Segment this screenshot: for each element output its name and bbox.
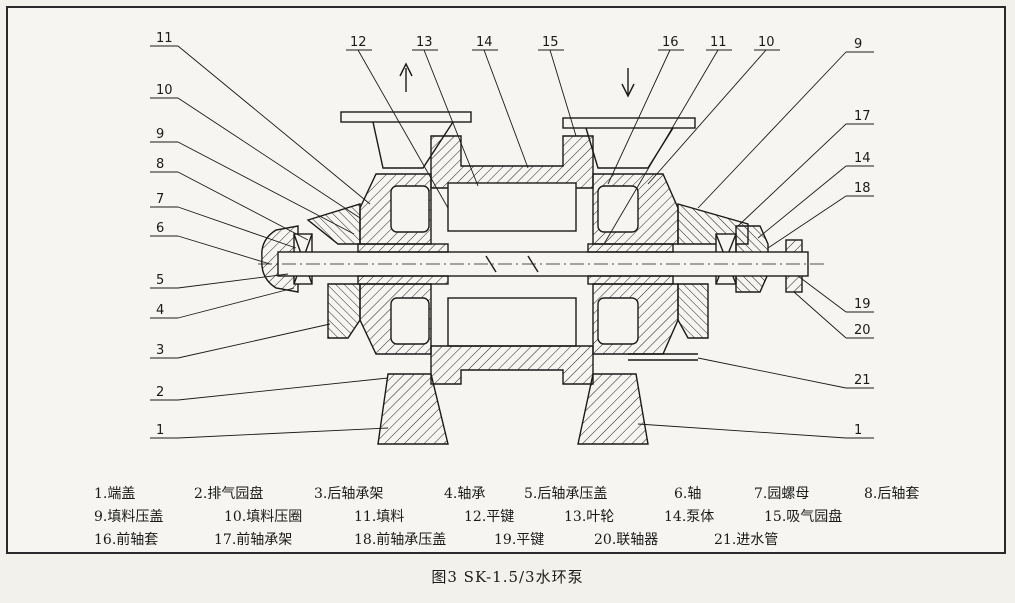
callout-left-label: 8	[156, 157, 164, 172]
callout-left-leader	[177, 206, 297, 249]
legend-item: 18.前轴承压盖	[354, 532, 447, 548]
leader-lines	[150, 45, 874, 439]
legend-item: 9.填料压盖	[94, 509, 164, 525]
legend-item: 19.平键	[494, 532, 545, 548]
legend-item: 7.园螺母	[754, 486, 810, 502]
legend-item: 15.吸气园盘	[764, 509, 843, 525]
callout-top-leader	[357, 49, 449, 209]
callout-left-label: 9	[156, 127, 164, 142]
pump-body-top	[430, 135, 594, 189]
callout-right-label: 14	[854, 151, 871, 166]
callout-left-label: 5	[156, 273, 164, 288]
callout-left-label: 4	[156, 303, 164, 318]
callout-left-leader	[177, 287, 295, 319]
legend-row-3: 16.前轴套 17.前轴承架 18.前轴承压盖 19.平键 20.联轴器 21.…	[94, 529, 974, 551]
callout-right-label: 17	[854, 109, 871, 124]
legend-item: 17.前轴承架	[214, 532, 293, 548]
callout-left-leader	[177, 97, 361, 219]
callout-left-leader	[177, 235, 271, 265]
legend-item: 11.填料	[354, 509, 405, 525]
callout-left-leader	[177, 171, 309, 241]
callout-right-label: 18	[854, 181, 871, 196]
callout-right-leader	[793, 291, 847, 339]
callout-right-label: 21	[854, 373, 871, 388]
callout-right-leader	[737, 123, 847, 227]
callout-top-leader	[549, 49, 577, 137]
callout-top-leader	[603, 49, 719, 245]
pump-body-bottom	[430, 345, 594, 385]
callout-top-leader	[607, 49, 671, 185]
legend-row-1: 1.端盖 2.排气园盘 3.后轴承架 4.轴承 5.后轴承压盖 6.轴 7.园螺…	[94, 483, 974, 505]
callout-left-label: 10	[156, 83, 173, 98]
callout-top-leader	[483, 49, 529, 169]
callout-top-label: 13	[416, 35, 433, 50]
legend-item: 6.轴	[674, 486, 702, 502]
callout-left-leader	[177, 45, 371, 205]
callout-right-label: 9	[854, 37, 862, 52]
legend-item: 4.轴承	[444, 486, 486, 502]
callout-right-leader	[767, 195, 847, 249]
legend-item: 12.平键	[464, 509, 515, 525]
callout-left-leader	[177, 273, 289, 289]
callout-left-label: 7	[156, 192, 164, 207]
legend-item: 14.泵体	[664, 509, 715, 525]
callout-right-leader	[797, 275, 847, 313]
callout-right-leader	[637, 423, 847, 439]
callout-left-label: 3	[156, 343, 164, 358]
callout-top-label: 11	[710, 35, 727, 50]
callout-right-label: 1	[854, 423, 862, 438]
callout-left-label: 11	[156, 31, 173, 46]
callout-top-leader	[423, 49, 479, 187]
callout-top-leader	[647, 49, 767, 185]
callout-top-label: 15	[542, 35, 559, 50]
right-foot	[577, 373, 649, 445]
legend-item: 1.端盖	[94, 486, 136, 502]
callout-right-label: 20	[854, 323, 871, 338]
callout-top-label: 14	[476, 35, 493, 50]
callout-left-leader	[177, 377, 389, 401]
callout-left-leader	[177, 323, 331, 359]
legend-item: 8.后轴套	[864, 486, 920, 502]
legend-item: 5.后轴承压盖	[524, 486, 608, 502]
impeller-upper	[447, 182, 577, 232]
impeller-lower	[447, 297, 577, 347]
callout-right-leader	[697, 357, 847, 389]
callout-top-label: 10	[758, 35, 775, 50]
front-shaft-sleeve	[587, 243, 674, 253]
callout-top-label: 16	[662, 35, 679, 50]
callout-top-label: 12	[350, 35, 367, 50]
legend-item: 20.联轴器	[594, 532, 659, 548]
callout-left-label: 1	[156, 423, 164, 438]
callout-left-label: 6	[156, 221, 164, 236]
callout-left-leader	[177, 427, 389, 439]
legend-item: 16.前轴套	[94, 532, 159, 548]
callout-right-leader	[757, 165, 847, 239]
callout-right-label: 19	[854, 297, 871, 312]
legend-row-2: 9.填料压盖 10.填料压圈 11.填料 12.平键 13.叶轮 14.泵体 1…	[94, 506, 974, 528]
callout-right-leader	[697, 51, 847, 209]
callout-left-label: 2	[156, 385, 164, 400]
callout-left-leader	[177, 141, 355, 235]
legend-item: 13.叶轮	[564, 509, 615, 525]
left-foot	[377, 373, 449, 445]
legend-item: 3.后轴承架	[314, 486, 384, 502]
legend-item: 10.填料压圈	[224, 509, 303, 525]
rear-shaft-sleeve	[357, 243, 449, 253]
legend-item: 2.排气园盘	[194, 486, 264, 502]
legend-item: 21.进水管	[714, 532, 779, 548]
figure-caption: 图3 SK-1.5/3水环泵	[431, 568, 584, 586]
